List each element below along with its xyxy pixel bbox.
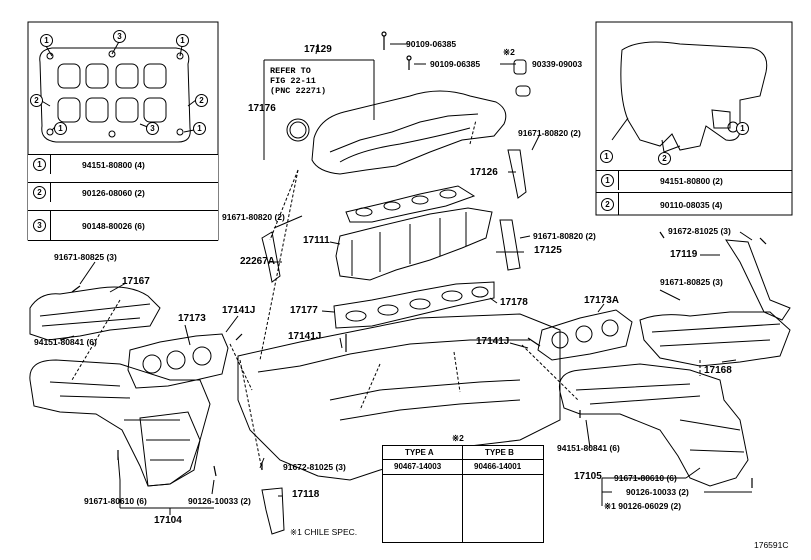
legend-number: 2 <box>33 186 46 199</box>
part-number: 94151-80800 (2) <box>660 176 723 186</box>
part-label-90126-l: 90126-10033 (2) <box>188 496 251 506</box>
refer-line: REFER TO <box>270 66 311 76</box>
part-label-17111: 17111 <box>303 235 330 246</box>
part-number: 94151-80800 (4) <box>82 160 145 170</box>
part-label-90339: 90339-09003 <box>532 59 583 69</box>
refer-note: REFER TO FIG 22-11 (PNC 22271) <box>270 66 326 96</box>
part-number: 90126-08060 (2) <box>82 188 145 198</box>
legend-row: 2 90110-08035 (4) <box>596 192 792 215</box>
part-label-90109b: 90109-06385 <box>430 59 481 69</box>
part-label-17126: 17126 <box>470 167 498 178</box>
part-label-90126-r: 90126-10033 (2) <box>626 487 689 497</box>
chile-spec-note: ※1 CHILE SPEC. <box>290 527 358 537</box>
legend-row: 3 90148-80026 (6) <box>28 210 218 241</box>
part-number: 90110-08035 (4) <box>660 200 723 210</box>
legend-left: 1 94151-80800 (4) 2 90126-08060 (2) 3 90… <box>28 154 218 241</box>
part-label-91672-b: 91672-81025 (3) <box>283 462 346 472</box>
note-star2: ※2 <box>503 47 515 57</box>
part-label-17119: 17119 <box>670 249 698 260</box>
types-table-header: ※2 <box>452 433 464 443</box>
legend-number: 1 <box>601 174 614 187</box>
part-label-17178: 17178 <box>500 297 528 308</box>
part-label-17173a: 17173A <box>584 295 620 306</box>
part-label-17176: 17176 <box>248 103 276 114</box>
part-label-17173: 17173 <box>178 313 206 324</box>
part-label-17104: 17104 <box>154 515 182 526</box>
refer-line: FIG 22-11 <box>270 76 316 86</box>
part-label-22267a: 22267A <box>240 256 276 267</box>
part-label-17177: 17177 <box>290 305 318 316</box>
type-b-part: 90466-14001 <box>474 462 522 471</box>
diagram-code: 176591C <box>754 540 789 550</box>
part-number: 90148-80026 (6) <box>82 221 145 231</box>
callout-marker: 1 <box>600 150 613 163</box>
types-table: TYPE A TYPE B 90467-14003 90466-14001 <box>382 445 544 543</box>
callout-marker: 3 <box>146 122 159 135</box>
legend-row: 1 94151-80800 (4) <box>28 154 218 174</box>
part-label-17141j-b: 17141J <box>288 331 322 342</box>
type-a-part: 90467-14003 <box>394 462 442 471</box>
part-label-17168: 17168 <box>704 365 732 376</box>
legend-number: 2 <box>601 198 614 211</box>
part-label-17141j-a: 17141J <box>222 305 256 316</box>
part-label-17105: 17105 <box>574 471 602 482</box>
callout-marker: 1 <box>40 34 53 47</box>
part-label-17118: 17118 <box>292 489 320 500</box>
callout-marker: 1 <box>176 34 189 47</box>
part-label-90126-029: ※1 90126-06029 (2) <box>604 501 682 511</box>
callout-marker: 1 <box>54 122 67 135</box>
callout-marker: 3 <box>113 30 126 43</box>
callout-marker: 1 <box>193 122 206 135</box>
part-label-90109a: 90109-06385 <box>406 39 457 49</box>
part-label-91671-610r: 91671-80610 (6) <box>614 473 677 483</box>
part-label-91671-825l: 91671-80825 (3) <box>54 252 117 262</box>
legend-number: 3 <box>33 219 46 232</box>
part-label-17141j-c: 17141J <box>476 336 510 347</box>
refer-line: (PNC 22271) <box>270 86 327 96</box>
type-a-title: TYPE A <box>405 448 434 457</box>
legend-row: 2 90126-08060 (2) <box>28 182 218 202</box>
part-label-91671-825r: 91671-80825 (3) <box>660 277 723 287</box>
callout-marker: 2 <box>195 94 208 107</box>
callout-marker: 2 <box>30 94 43 107</box>
part-label-91671-a: 91671-80820 (2) <box>518 128 581 138</box>
part-label-91672-a: 91672-81025 (3) <box>668 226 731 236</box>
part-label-17125: 17125 <box>534 245 562 256</box>
part-label-91671-c: 91671-80820 (2) <box>533 231 596 241</box>
part-label-94151-a: 94151-80841 (6) <box>34 337 97 347</box>
legend-row: 1 94151-80800 (2) <box>596 170 792 190</box>
callout-marker: 1 <box>736 122 749 135</box>
type-b-title: TYPE B <box>485 448 514 457</box>
legend-number: 1 <box>33 158 46 171</box>
callout-marker: 2 <box>658 152 671 165</box>
part-label-91671-b: 91671-80820 (2) <box>222 212 285 222</box>
part-label-17167: 17167 <box>122 276 150 287</box>
part-label-17129: 17129 <box>304 44 332 55</box>
part-label-91671-610l: 91671-80610 (6) <box>84 496 147 506</box>
legend-right: 1 94151-80800 (2) 2 90110-08035 (4) <box>596 170 792 215</box>
part-label-94151-b: 94151-80841 (6) <box>557 443 620 453</box>
